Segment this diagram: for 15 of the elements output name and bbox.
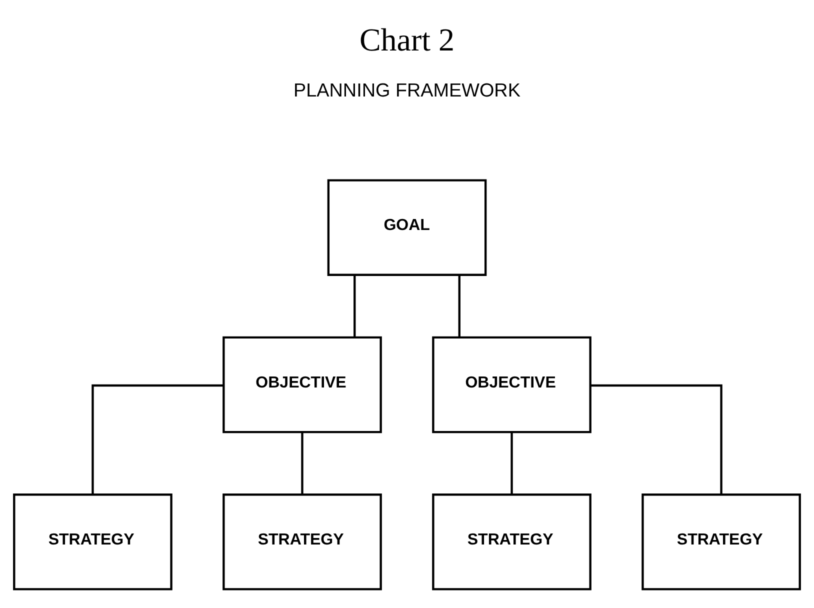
connector: [92, 384, 224, 495]
node-box: STRATEGY: [222, 494, 382, 590]
label: PLANNING FRAMEWORK: [294, 80, 520, 102]
connector: [458, 275, 460, 338]
node-box: GOAL: [327, 179, 487, 276]
diagram-title: Chart 2: [359, 21, 455, 58]
connector: [590, 384, 722, 495]
node-box: STRATEGY: [13, 494, 172, 590]
connector: [354, 275, 356, 338]
node-box: OBJECTIVE: [432, 336, 592, 434]
connector: [301, 432, 304, 494]
node-box: STRATEGY: [642, 494, 801, 590]
node-box: OBJECTIVE: [222, 336, 382, 434]
node-box: STRATEGY: [432, 494, 592, 590]
connector: [510, 432, 513, 494]
